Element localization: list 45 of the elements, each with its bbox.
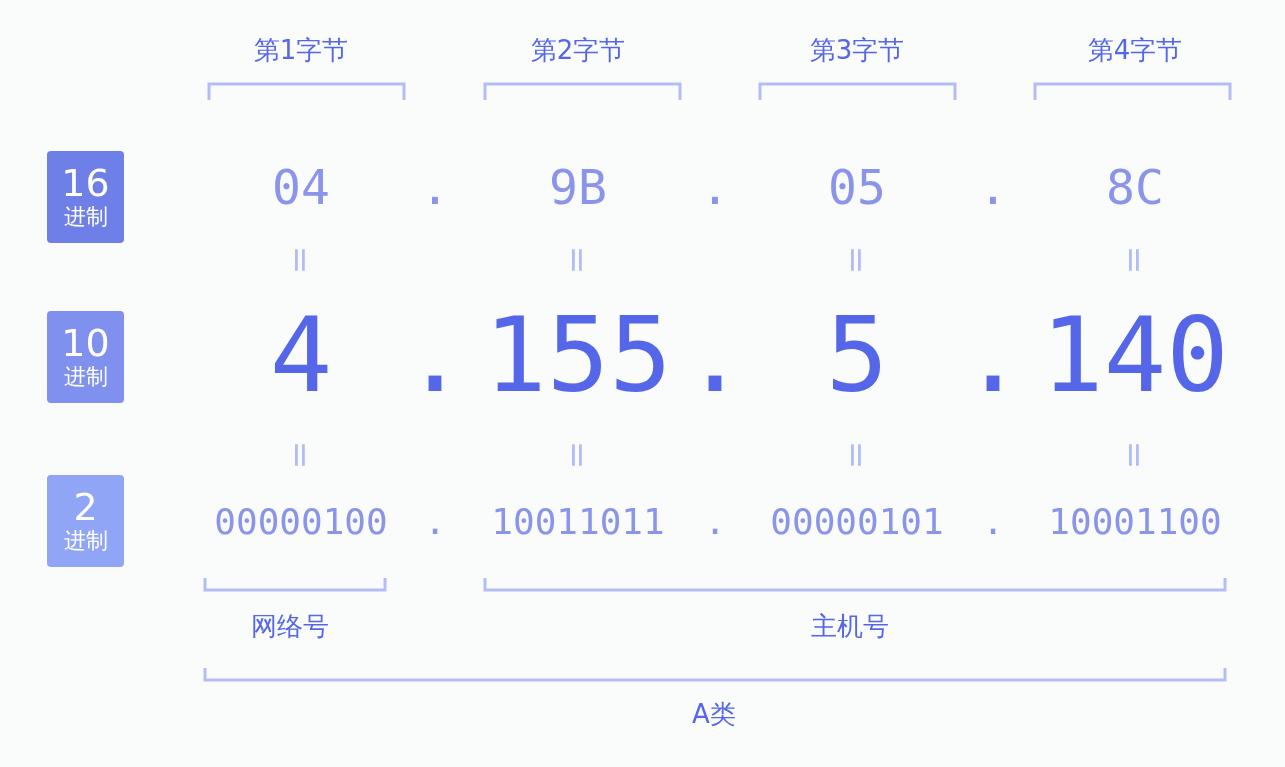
- equals-sign: =: [286, 244, 316, 277]
- decimal-value: 155: [484, 303, 672, 407]
- base-number: 16: [61, 163, 110, 204]
- decimal-value: 140: [1041, 303, 1229, 407]
- decimal-value: 5: [825, 303, 889, 407]
- equals-sign: =: [563, 244, 593, 277]
- hex-value: 05: [828, 163, 886, 211]
- base-label: 进制: [63, 527, 108, 555]
- column-heading: 第3字节: [809, 37, 905, 63]
- base-badge: [47, 475, 124, 567]
- binary-value: 00000101: [770, 504, 944, 540]
- equals-sign: =: [286, 439, 316, 472]
- column-heading: 第4字节: [1087, 37, 1183, 63]
- column-heading: 第1字节: [253, 37, 349, 63]
- base-badge: [47, 311, 124, 403]
- binary-value: 10011011: [491, 504, 665, 540]
- base-number: 10: [61, 323, 110, 364]
- column-heading: 第2字节: [530, 37, 626, 63]
- base-badge: [47, 151, 124, 243]
- binary-value: 00000100: [214, 504, 388, 540]
- decimal-value: 4: [269, 303, 333, 407]
- base-number: 2: [73, 487, 98, 528]
- equals-sign: =: [563, 439, 593, 472]
- dot-separator: .: [978, 163, 1008, 211]
- bracket-label: 主机号: [811, 613, 889, 639]
- dot-separator: .: [403, 303, 467, 407]
- hex-value: 8C: [1106, 163, 1164, 211]
- base-label: 进制: [63, 363, 108, 391]
- dot-separator: .: [683, 303, 747, 407]
- equals-sign: =: [842, 244, 872, 277]
- dot-separator: .: [700, 163, 730, 211]
- dot-separator: .: [704, 504, 726, 540]
- equals-sign: =: [842, 439, 872, 472]
- equals-sign: =: [1120, 244, 1150, 277]
- dot-separator: .: [961, 303, 1025, 407]
- hex-value: 9B: [549, 163, 607, 211]
- dot-separator: .: [420, 163, 450, 211]
- equals-sign: =: [1120, 439, 1150, 472]
- binary-value: 10001100: [1048, 504, 1222, 540]
- hex-value: 04: [272, 163, 330, 211]
- bracket-label: A类: [692, 701, 736, 727]
- base-label: 进制: [63, 203, 108, 231]
- bracket-label: 网络号: [251, 613, 329, 639]
- dot-separator: .: [982, 504, 1004, 540]
- dot-separator: .: [424, 504, 446, 540]
